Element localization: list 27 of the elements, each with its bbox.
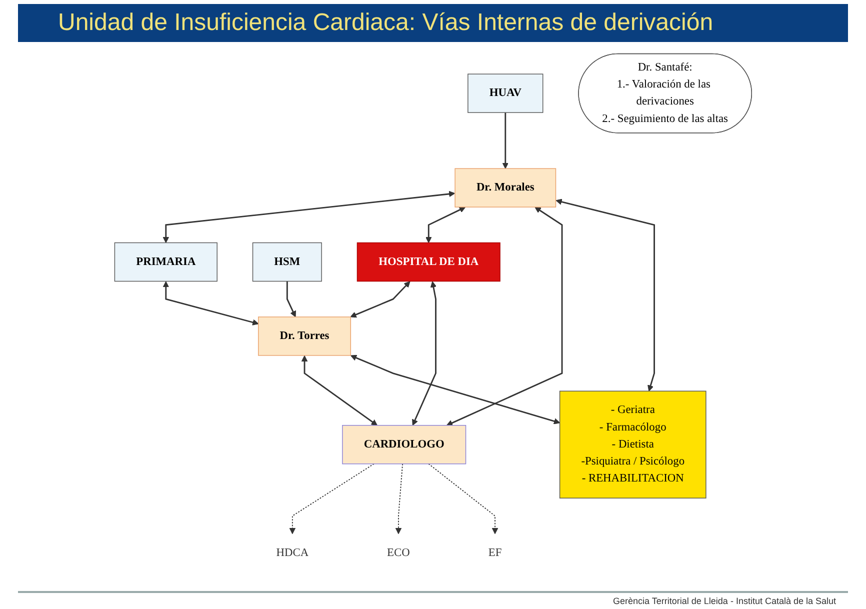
- node-box: CARDIOLOGO: [342, 424, 466, 464]
- arrow: [162, 190, 455, 244]
- arrow: [556, 198, 655, 392]
- node-text: EF: [488, 546, 502, 559]
- arrow: [350, 281, 410, 318]
- slide-title: Unidad de Insuficiencia Cardiaca: Vías Internas de derivación: [18, 4, 848, 42]
- node-box: PRIMARIA: [114, 242, 218, 282]
- node-box: - Geriatra - Farmacólogo - Dietista -Psiquiatra / Psicólogo - REHABILITACION: [559, 390, 706, 498]
- node-box: Dr. Morales: [454, 168, 556, 208]
- arrow: [446, 206, 563, 426]
- arrow: [162, 281, 258, 326]
- arrow: [350, 354, 560, 424]
- arrow: [289, 463, 374, 534]
- arrow: [502, 112, 508, 169]
- footer-text: Gerència Territorial de Lleida - Institut Català de la Salut: [613, 596, 836, 606]
- node-text: ECO: [386, 546, 410, 559]
- arrow: [428, 463, 498, 534]
- arrow: [412, 281, 436, 426]
- arrow: [301, 355, 378, 426]
- arrow: [286, 281, 296, 318]
- node-box: HOSPITAL DE DIA: [356, 242, 500, 282]
- node-box: Dr. Torres: [258, 316, 351, 356]
- node-box: HUAV: [467, 74, 544, 113]
- node-box: HSM: [252, 242, 322, 282]
- node-text: HDCA: [276, 546, 308, 559]
- arrow: [425, 206, 466, 244]
- arrow: [395, 463, 403, 534]
